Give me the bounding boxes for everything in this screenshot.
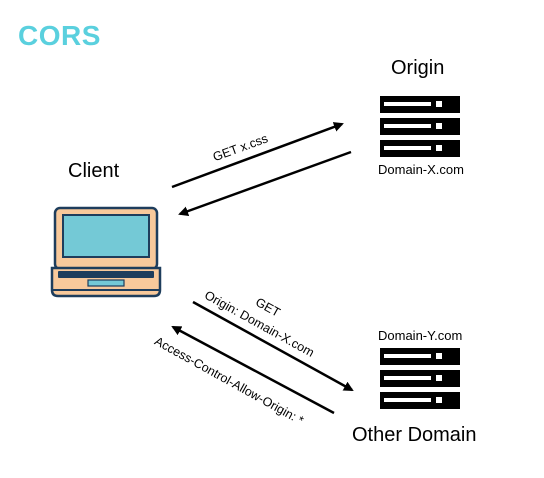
arrow-client-to-origin (171, 122, 344, 189)
other-domain-server-icon (380, 348, 460, 409)
other-domain-label: Other Domain (352, 424, 477, 446)
other-domain-domain-label: Domain-Y.com (378, 328, 463, 343)
laptop-icon (50, 206, 162, 298)
origin-server-icon (380, 96, 460, 157)
arrow-origin-to-client (178, 150, 352, 216)
client-label: Client (68, 160, 120, 182)
arrow-client-to-other-domain (192, 300, 354, 392)
origin-label: Origin (391, 57, 445, 79)
origin-domain-label: Domain-X.com (378, 162, 464, 177)
arrow-other-domain-to-client (171, 325, 335, 415)
diagram-title: CORS (18, 20, 101, 51)
